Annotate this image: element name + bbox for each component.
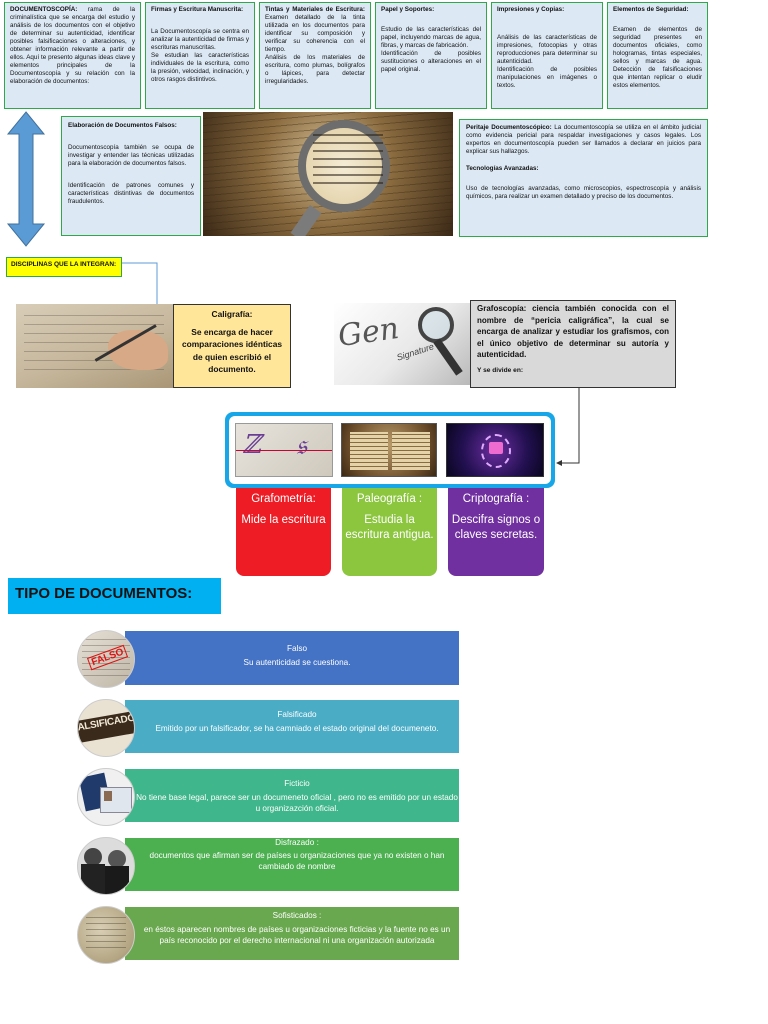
disfrazado-people-image <box>77 837 135 895</box>
box-tintas: Tintas y Materiales de Escritura: Examen… <box>259 2 371 109</box>
box-title: DOCUMENTOSCOPÍA: <box>10 6 78 13</box>
signature-photo: Gen Signature <box>334 303 470 385</box>
box-title: Papel y Soportes: <box>381 6 435 13</box>
caligrafia-box: Caligrafía: Se encarga de hacer comparac… <box>173 304 291 388</box>
grafometria-image: ℤ 𝔰 <box>235 423 333 477</box>
tipo-title: Falso <box>286 644 308 653</box>
tipos-heading-text: TIPO DE DOCUMENTOS: <box>15 585 193 602</box>
subdivision-panel: ℤ 𝔰 <box>225 412 555 488</box>
grafometria-text: Mide la escritura <box>241 513 326 526</box>
box-documentoscopia: DOCUMENTOSCOPÍA: rama de la criminalísti… <box>4 2 141 109</box>
fingerprint-icon <box>481 434 511 468</box>
box-text: Identificación de posibles manipulacione… <box>497 66 597 90</box>
falsificado-stamp-image: FALSIFICADO <box>77 699 135 757</box>
box-peritaje: Peritaje Documentoscópico: La documentos… <box>459 119 708 237</box>
grafoscopia-box: Grafoscopía: ciencia también conocida co… <box>470 300 676 388</box>
box-text: Se estudian las características individu… <box>151 52 249 84</box>
tipo-desc: Su autenticidad se cuestiona. <box>243 658 351 668</box>
grafoscopia-divide: Y se divide en: <box>477 366 524 374</box>
ficticio-passport-image <box>77 768 135 826</box>
box-title: Elementos de Seguridad: <box>613 6 689 13</box>
magnifier-photo <box>203 112 453 236</box>
box-title: Impresiones y Copias: <box>497 6 565 13</box>
box-title: Tecnologías Avanzadas: <box>466 165 539 173</box>
box-paragraph: Peritaje Documentoscópico: La documentos… <box>466 124 701 156</box>
tipo-desc: Emitido por un falsificador, se ha camni… <box>155 724 439 734</box>
criptografia-text: Descifra signos o claves secretas. <box>451 513 541 541</box>
tipo-title: Ficticio <box>284 779 310 788</box>
grafometria-card: Grafometría: Mide la escritura <box>236 488 331 576</box>
sofisticados-document-image <box>77 906 135 964</box>
tipo-title: Falsificado <box>277 710 317 719</box>
tipo-title: Disfrazado : <box>275 838 319 847</box>
connector-line <box>122 262 158 306</box>
paleografia-title: Paleografía : <box>356 493 423 505</box>
box-title: Elaboración de Documentos Falsos: <box>68 122 177 129</box>
tipo-ficticio-bar: Ficticio No tiene base legal, parece ser… <box>125 769 459 822</box>
tipo-falso-bar: Falso Su autenticidad se cuestiona. <box>125 631 459 685</box>
box-text: Documentoscopía también se ocupa de inve… <box>68 144 194 168</box>
box-text: La documentoscopía se utiliza en el ámbi… <box>466 124 702 156</box>
criptografia-title: Criptografía : <box>462 493 530 505</box>
box-text: Identificación de posibles sustituciones… <box>381 50 481 74</box>
criptografia-image <box>446 423 544 477</box>
tipo-desc: No tiene base legal, parece ser un docum… <box>136 793 458 814</box>
box-firmas: Firmas y Escritura Manuscrita: La Docume… <box>145 2 255 109</box>
box-title: Tintas y Materiales de Escritura: <box>265 6 365 13</box>
box-papel: Papel y Soportes: Estudio de las caracte… <box>375 2 487 109</box>
paleografia-card: Paleografía : Estudia la escritura antig… <box>342 488 437 576</box>
caligrafia-text: Se encarga de hacer comparaciones idénti… <box>181 327 283 374</box>
tipo-disfrazado-bar: Disfrazado : documentos que afirman ser … <box>125 838 459 891</box>
subdivision-connector <box>556 388 580 466</box>
grafometria-title: Grafometría: <box>251 493 316 505</box>
box-elaboracion: Elaboración de Documentos Falsos: Docume… <box>61 116 201 236</box>
paleografia-text: Estudia la escritura antigua. <box>345 513 434 541</box>
box-text: Examen de elementos de seguridad present… <box>613 26 702 90</box>
box-title: Firmas y Escritura Manuscrita: <box>151 6 244 13</box>
tipos-heading: TIPO DE DOCUMENTOS: <box>8 578 221 614</box>
calligraphy-photo <box>16 304 174 388</box>
box-text: Identificación de patrones comunes y car… <box>68 182 194 206</box>
box-text: Análisis de las características de impre… <box>497 34 597 66</box>
box-text: Análisis de los materiales de escritura,… <box>265 54 365 86</box>
box-text: rama de la criminalística que se encarga… <box>10 6 135 86</box>
grafoscopia-text: Grafoscopía: ciencia también conocida co… <box>477 304 669 360</box>
padlock-icon <box>489 442 503 454</box>
signature-caption: Signature <box>395 341 436 363</box>
tipo-desc: documentos que afirman ser de países u o… <box>149 851 445 872</box>
box-seguridad: Elementos de Seguridad: Examen de elemen… <box>607 2 708 109</box>
falso-stamp-image: FALSO <box>77 630 135 688</box>
tipo-desc: en éstos aparecen nombres de países u or… <box>143 925 451 946</box>
box-text: Estudio de las características del papel… <box>381 26 481 50</box>
tipo-sofisticados-bar: Sofisticados : en éstos aparecen nombres… <box>125 907 459 960</box>
disciplinas-text: DISCIPLINAS QUE LA INTEGRAN: <box>11 261 117 268</box>
paleografia-image <box>341 423 437 477</box>
box-text: Examen detallado de la tinta utilizada e… <box>265 14 365 54</box>
box-title: Peritaje Documentoscópico: <box>466 124 552 131</box>
tipo-falsificado-bar: Falsificado Emitido por un falsificador,… <box>125 700 459 753</box>
box-text: Uso de tecnologías avanzadas, como micro… <box>466 185 701 201</box>
signature-scribble: Gen <box>335 310 402 355</box>
box-impresiones: Impresiones y Copias: Análisis de las ca… <box>491 2 603 109</box>
box-text: La Documentoscopía se centra en analizar… <box>151 28 249 52</box>
double-arrow-icon <box>6 111 46 247</box>
caligrafia-title: Caligrafía: <box>211 309 253 319</box>
criptografia-card: Criptografía : Descifra signos o claves … <box>448 488 544 576</box>
tipo-title: Sofisticados : <box>272 911 322 920</box>
disciplinas-label: DISCIPLINAS QUE LA INTEGRAN: <box>6 257 122 277</box>
